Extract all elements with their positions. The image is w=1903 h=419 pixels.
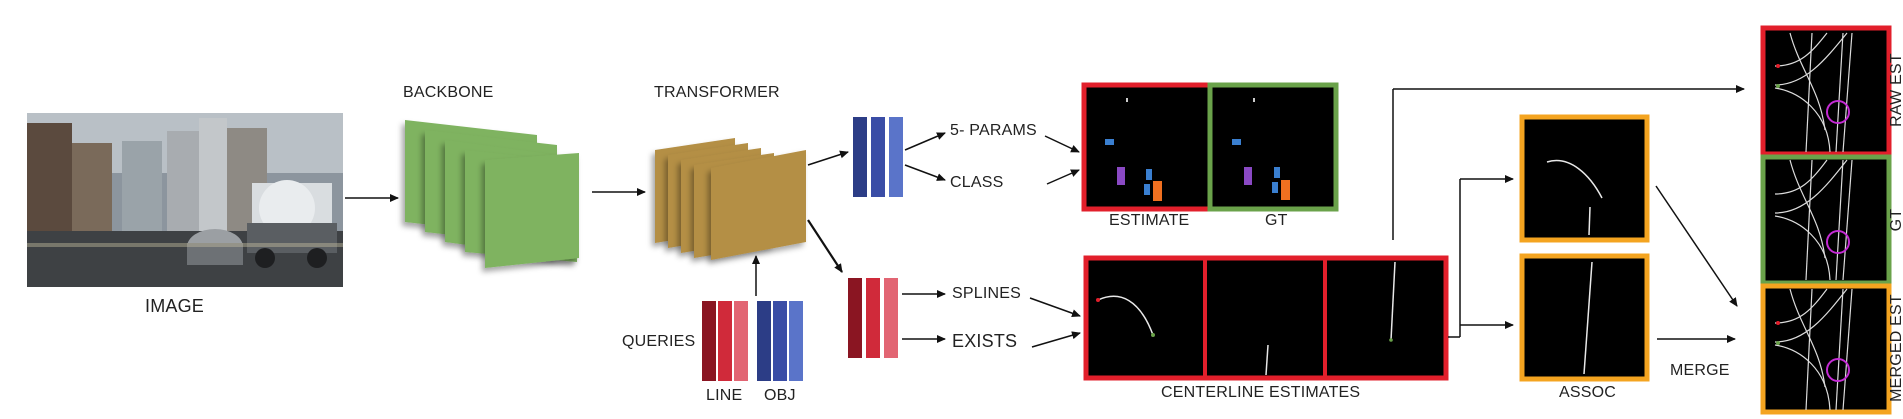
input-image xyxy=(27,113,343,287)
raw-est-label: RAW EST xyxy=(1888,53,1903,127)
merge-label: MERGE xyxy=(1670,362,1730,379)
line-output-bars xyxy=(848,278,898,358)
estimate-label: ESTIMATE xyxy=(1109,212,1190,229)
object-output-bars xyxy=(853,117,903,197)
centerline-estimates-label: CENTERLINE ESTIMATES xyxy=(1161,384,1361,401)
image-label: IMAGE xyxy=(145,296,205,316)
assoc-panels xyxy=(1519,114,1650,382)
backbone-label: BACKBONE xyxy=(403,84,494,101)
transformer-stack xyxy=(655,138,806,260)
gt-label: GT xyxy=(1265,212,1288,229)
assoc-label: ASSOC xyxy=(1559,384,1617,401)
five-params-label: 5- PARAMS xyxy=(950,122,1037,139)
queries-label: QUERIES xyxy=(622,333,696,350)
class-label: CLASS xyxy=(950,174,1004,191)
exists-label: EXISTS xyxy=(952,331,1018,351)
obj-label: OBJ xyxy=(764,387,796,404)
backbone-stack xyxy=(405,120,579,268)
centerline-estimates-panels xyxy=(1083,255,1449,381)
gt-side-label: GT xyxy=(1888,208,1903,232)
transformer-label: TRANSFORMER xyxy=(654,84,780,101)
merged-est-label: MERGED EST xyxy=(1888,294,1903,402)
splines-label: SPLINES xyxy=(952,285,1021,302)
final-panels xyxy=(1760,25,1892,415)
line-label: LINE xyxy=(706,387,743,404)
query-bars xyxy=(702,301,803,381)
